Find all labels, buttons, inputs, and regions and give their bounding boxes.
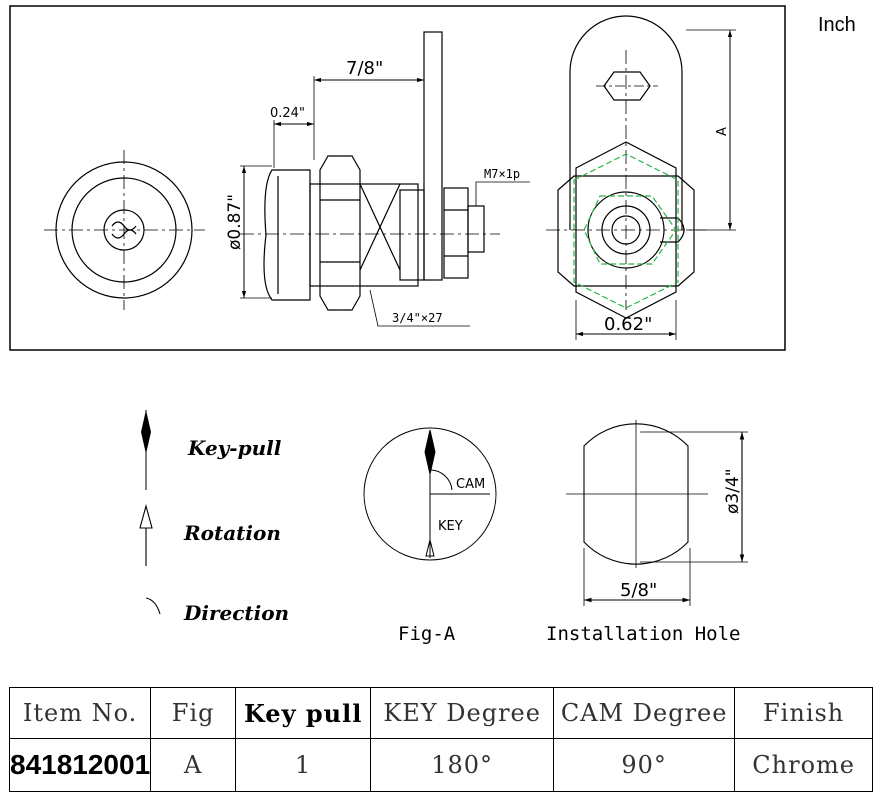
direction-icon bbox=[145, 597, 161, 615]
side-view bbox=[240, 31, 530, 327]
legend: Key-pull Rotation Direction bbox=[139, 410, 289, 625]
hole-diameter-dimension: ø3/4" bbox=[723, 468, 743, 514]
installation-hole-caption: Installation Hole bbox=[546, 623, 740, 645]
thread-small-label: M7×1p bbox=[484, 167, 520, 181]
header-cam-degree: CAM Degree bbox=[553, 687, 736, 739]
cell-fig: A bbox=[150, 738, 237, 792]
fig-a-caption: Fig-A bbox=[398, 623, 456, 645]
drawing-frame bbox=[9, 5, 786, 351]
header-item-no: Item No. bbox=[8, 687, 152, 739]
technical-drawing: 7/8" 0.24" ø0.87" M7×1p 3/4"×27 A 0.62" bbox=[9, 5, 786, 645]
header-key-pull: Key pull bbox=[235, 687, 372, 739]
cell-key-pull: 1 bbox=[235, 738, 372, 792]
key-pull-icon bbox=[141, 410, 151, 490]
spec-table-header: Item No. Fig Key pull KEY Degree CAM Deg… bbox=[8, 687, 874, 739]
cell-finish: Chrome bbox=[734, 738, 874, 792]
cam-width-dimension: 0.62" bbox=[604, 314, 652, 335]
cell-item-no: 841812001 bbox=[8, 738, 152, 792]
rotation-icon bbox=[139, 503, 153, 566]
spec-table: Item No. Fig Key pull KEY Degree CAM Deg… bbox=[8, 687, 874, 792]
green-highlight bbox=[573, 153, 679, 309]
diameter-dimension: ø0.87" bbox=[225, 194, 245, 250]
legend-direction: Direction bbox=[183, 601, 289, 625]
installation-hole-diagram bbox=[566, 420, 748, 606]
fig-a-diagram bbox=[363, 427, 497, 561]
rear-view bbox=[546, 15, 736, 340]
hole-width-dimension: 5/8" bbox=[620, 580, 657, 601]
header-key-degree: KEY Degree bbox=[370, 687, 555, 739]
cell-cam-degree: 90° bbox=[553, 738, 736, 792]
cam-length-label: A bbox=[715, 127, 730, 136]
flange-dimension: 0.24" bbox=[270, 106, 305, 121]
header-finish: Finish bbox=[734, 687, 874, 739]
thread-large-label: 3/4"×27 bbox=[392, 311, 443, 325]
header-fig: Fig bbox=[150, 687, 237, 739]
front-view bbox=[44, 150, 205, 310]
spec-table-row: 841812001 A 1 180° 90° Chrome bbox=[8, 738, 874, 792]
cell-key-degree: 180° bbox=[370, 738, 555, 792]
length-dimension: 7/8" bbox=[346, 58, 383, 79]
key-label: KEY bbox=[438, 519, 463, 534]
legend-key-pull: Key-pull bbox=[187, 436, 282, 460]
unit-label: Inch bbox=[818, 14, 856, 36]
legend-rotation: Rotation bbox=[183, 521, 281, 545]
cam-label: CAM bbox=[456, 477, 485, 492]
